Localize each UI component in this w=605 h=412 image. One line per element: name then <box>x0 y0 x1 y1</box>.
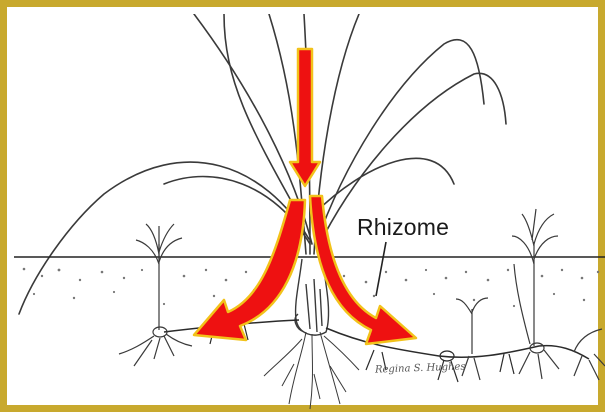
left-shoot <box>119 224 192 366</box>
rhizome-label: Rhizome <box>357 214 449 241</box>
left-curved-arrow <box>194 200 305 340</box>
right-shoots <box>456 209 605 380</box>
central-roots <box>264 332 359 409</box>
grass-leaves <box>19 14 506 314</box>
red-flow-arrows <box>194 49 416 344</box>
down-arrow <box>290 49 320 186</box>
rhizome-nodes <box>210 324 514 382</box>
soil-speckles <box>23 268 600 307</box>
plant-rhizome-illustration <box>14 14 605 412</box>
rhizome-leader-line <box>376 242 386 296</box>
